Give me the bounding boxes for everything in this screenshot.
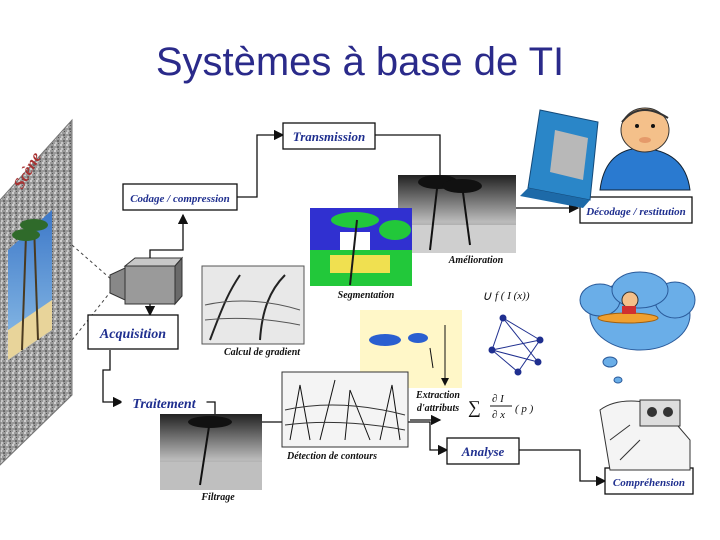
arrow-acquisition-traitement	[102, 350, 124, 408]
box-transmission-label: Transmission	[293, 129, 366, 144]
page-title: Systèmes à base de TI	[155, 40, 565, 84]
filtrage-image	[160, 414, 262, 490]
monitor-icon	[520, 109, 599, 208]
formula-derivative-den: ∂ x	[492, 409, 505, 421]
gradient-image	[201, 265, 305, 345]
box-traitement: Traitement	[121, 388, 207, 416]
view-line-top	[71, 244, 113, 281]
box-codage-label: Codage / compression	[130, 193, 230, 205]
formula-union-text: f ( I (x))	[495, 290, 530, 302]
contours-image	[281, 371, 409, 448]
arrow-codage-transmission	[237, 129, 285, 198]
caption-gradient: Calcul de gradient	[224, 347, 301, 358]
caption-contours: Détection de contours	[286, 451, 377, 462]
box-analyse: Analyse	[446, 437, 520, 465]
thought-bubble	[579, 271, 696, 384]
scene-panel	[0, 118, 73, 466]
box-decodage-label: Décodage / restitution	[585, 206, 686, 218]
formula-derivative-num: ∂ I	[492, 393, 505, 405]
person-icon	[599, 107, 691, 191]
box-analyse-label: Analyse	[461, 444, 505, 459]
formula-union: ∪ f ( I (x))	[482, 288, 530, 303]
amelioration-image	[398, 175, 516, 253]
caption-extraction-1: Extraction	[415, 390, 460, 401]
caption-amelioration: Amélioration	[448, 255, 504, 266]
box-comprehension-label: Compréhension	[613, 477, 685, 489]
box-comprehension: Compréhension	[604, 467, 694, 495]
graph-network-icon	[488, 314, 544, 376]
arrow-camera-codage	[149, 213, 189, 258]
box-decodage: Décodage / restitution	[579, 196, 693, 224]
svg-text:∪: ∪	[482, 288, 492, 303]
camera-icon	[109, 256, 184, 306]
box-traitement-label: Traitement	[132, 397, 196, 412]
box-codage: Codage / compression	[122, 183, 238, 211]
svg-text:∑: ∑	[468, 397, 481, 417]
robot-icon	[599, 399, 691, 471]
formula-derivative-arg: ( p )	[515, 403, 534, 415]
box-acquisition: Acquisition	[87, 314, 179, 350]
arrow-analyse-comprehension	[519, 449, 607, 487]
formula-derivative: ∑ ∂ I ∂ x ( p )	[468, 393, 534, 421]
segmentation-image	[310, 208, 412, 286]
caption-extraction-2: d'attributs	[417, 403, 459, 414]
caption-segmentation: Segmentation	[338, 290, 395, 301]
caption-filtrage: Filtrage	[200, 492, 235, 503]
box-acquisition-label: Acquisition	[99, 327, 166, 342]
box-transmission: Transmission	[282, 122, 376, 150]
